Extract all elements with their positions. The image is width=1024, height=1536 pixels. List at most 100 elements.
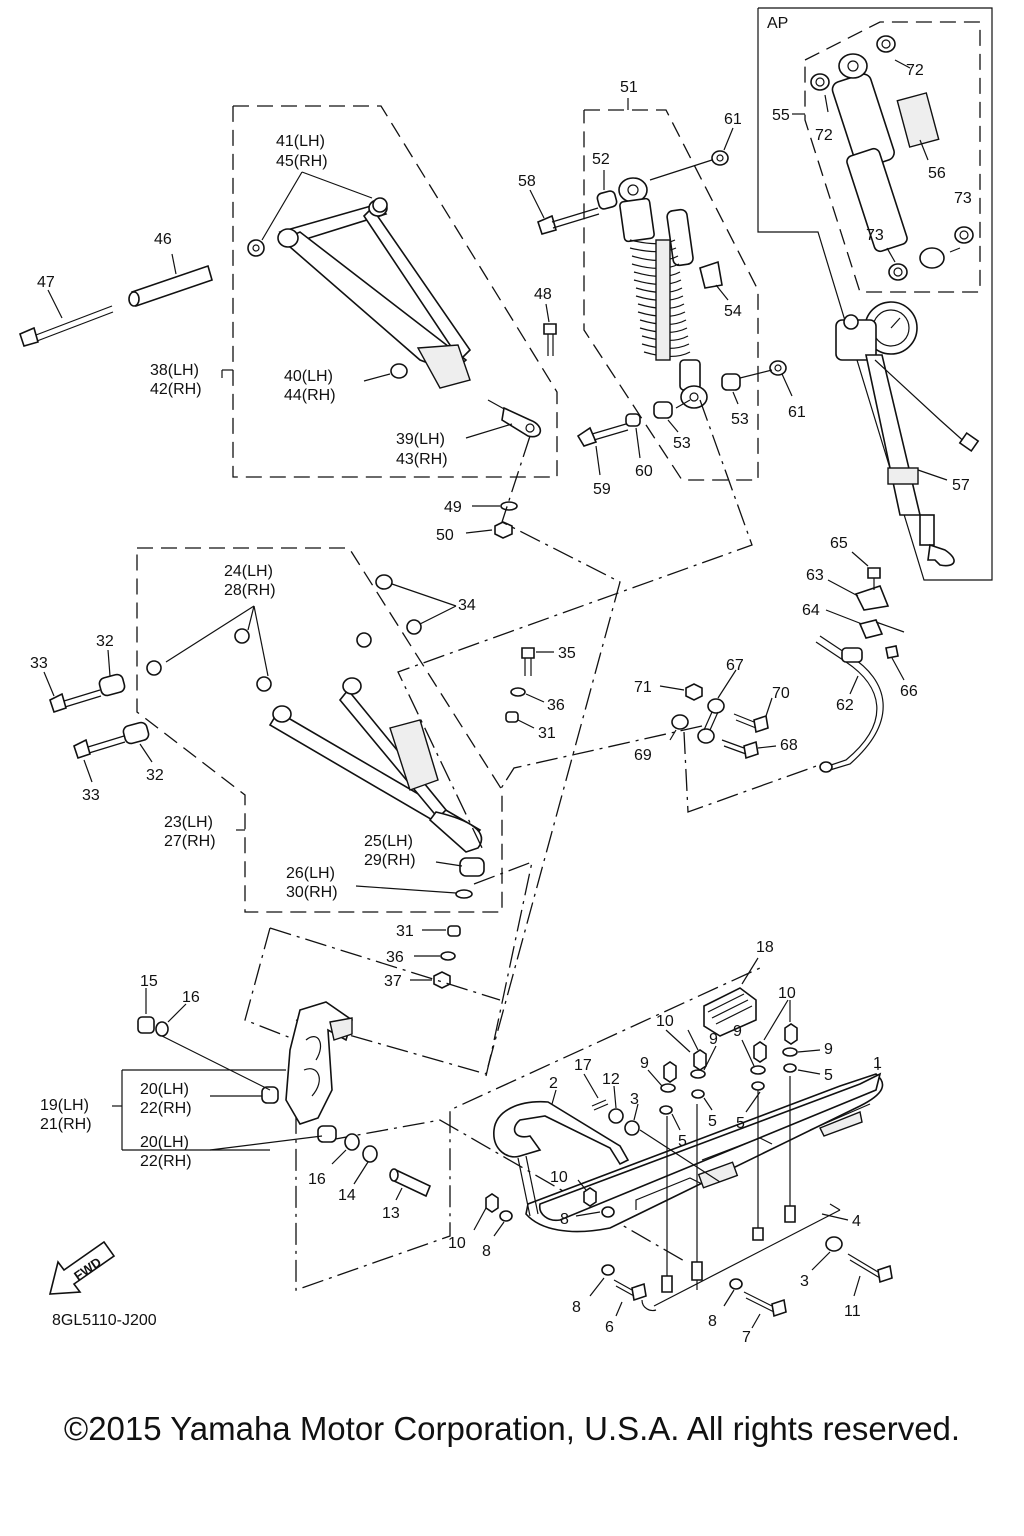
collar-24-small	[146, 660, 162, 676]
collar-61-top	[711, 150, 729, 166]
washer-5-d	[783, 1063, 797, 1073]
upper-arm-dashed-box	[232, 105, 558, 478]
bolt-70	[733, 713, 769, 734]
washer-9-c	[750, 1065, 766, 1075]
callout-43: 43(RH)	[396, 451, 448, 468]
callout-38: 38(LH)	[150, 362, 199, 379]
washer-9-b	[690, 1069, 706, 1079]
callout-45: 45(RH)	[276, 153, 328, 170]
bushing-34-a	[375, 574, 393, 590]
ap-shock-dashed-box	[804, 21, 981, 293]
bolt-68	[721, 739, 759, 760]
callout-14: 14	[338, 1187, 356, 1204]
callout-58: 58	[518, 173, 536, 190]
nut-37	[433, 971, 451, 989]
callout-40: 40(LH)	[284, 368, 333, 385]
callout-44: 44(RH)	[284, 387, 336, 404]
bolt-65	[867, 567, 881, 590]
collar-3-lower	[825, 1236, 843, 1252]
callout-63: 63	[806, 567, 824, 584]
callout-52: 52	[592, 151, 610, 168]
callout-49: 49	[444, 499, 462, 516]
callout-7: 7	[742, 1329, 751, 1346]
callout-29: 29(RH)	[364, 852, 416, 869]
callout-41: 41(LH)	[276, 133, 325, 150]
bushing-34-c	[406, 619, 422, 635]
copyright-notice: ©2015 Yamaha Motor Corporation, U.S.A. A…	[63, 1410, 961, 1447]
callout-21: 21(RH)	[40, 1116, 92, 1133]
nut-10-e	[583, 1187, 597, 1207]
ap-tag: AP	[767, 15, 788, 32]
callout-72-top: 72	[906, 62, 924, 79]
connector-line-steering	[499, 725, 703, 791]
callout-28: 28(RH)	[224, 582, 276, 599]
callout-10-d: 10	[448, 1235, 466, 1252]
bushing-32-top	[98, 673, 126, 697]
washer-26	[455, 889, 473, 899]
washer-5-b	[691, 1089, 705, 1099]
callout-11: 11	[844, 1303, 861, 1320]
callout-72-left: 72	[815, 127, 833, 144]
bushing-52	[596, 190, 618, 210]
link-67	[697, 698, 725, 744]
bolt-11	[847, 1253, 893, 1284]
nut-10-d	[784, 1023, 798, 1045]
callout-59: 59	[593, 481, 611, 498]
callout-5-c: 5	[736, 1115, 745, 1132]
callout-8-d: 8	[708, 1313, 717, 1330]
callout-53-right: 53	[731, 411, 749, 428]
bushing-14	[362, 1145, 378, 1163]
bracket-63	[854, 585, 890, 611]
callout-70: 70	[772, 685, 790, 702]
bolt-59	[576, 423, 629, 447]
callout-31-lower: 31	[396, 923, 414, 940]
callout-19: 19(LH)	[40, 1097, 89, 1114]
callout-5-d: 5	[824, 1067, 833, 1084]
nut-10-f	[485, 1193, 499, 1213]
callout-31-upper: 31	[538, 725, 556, 742]
connector-line-shock	[397, 399, 753, 853]
lower-arm-dashed-box	[136, 547, 503, 913]
callout-10-a: 10	[656, 1013, 674, 1030]
callout-16-upper: 16	[182, 989, 200, 1006]
bushing-20-lower	[317, 1125, 337, 1143]
callout-22-upper: 22(RH)	[140, 1100, 192, 1117]
callout-36-lower: 36	[386, 949, 404, 966]
pin-17	[591, 1099, 609, 1111]
callout-50: 50	[436, 527, 454, 544]
pipe-13	[389, 1168, 432, 1198]
shock-dashed-box	[583, 109, 759, 481]
pressure-gauge-57	[835, 301, 980, 567]
callout-1: 1	[873, 1055, 882, 1072]
nut-10-c	[753, 1041, 767, 1063]
callout-23: 23(LH)	[164, 814, 213, 831]
callout-56: 56	[928, 165, 946, 182]
callout-47: 47	[37, 274, 55, 291]
callout-8-c: 8	[572, 1299, 581, 1316]
callout-4: 4	[852, 1213, 861, 1230]
callout-10-b: 10	[778, 985, 796, 1002]
lower-a-arm	[268, 677, 483, 853]
bolt-48	[543, 323, 557, 356]
callout-32-top: 32	[96, 633, 114, 650]
bushing-73-right	[954, 226, 974, 244]
cable-62	[815, 635, 884, 773]
callout-5-b: 5	[708, 1113, 717, 1130]
collar-40	[390, 363, 408, 379]
shock-absorber-51	[618, 177, 723, 409]
ski-studs	[661, 1076, 796, 1293]
bushing-20-upper	[261, 1086, 279, 1104]
callout-2: 2	[549, 1075, 558, 1092]
screw-66	[885, 645, 899, 659]
callout-8-b: 8	[482, 1243, 491, 1260]
bushing-15	[137, 1016, 155, 1034]
callout-55: 55	[772, 107, 790, 124]
ski-1	[525, 1072, 884, 1233]
callout-22-lower: 22(RH)	[140, 1153, 192, 1170]
bushing-24-b	[256, 676, 272, 692]
bolt-7	[743, 1291, 787, 1318]
callout-3-lower: 3	[800, 1273, 809, 1290]
callout-60: 60	[635, 463, 653, 480]
bushing-32-bottom	[122, 721, 150, 745]
connector-line-balljoint	[295, 435, 621, 1075]
